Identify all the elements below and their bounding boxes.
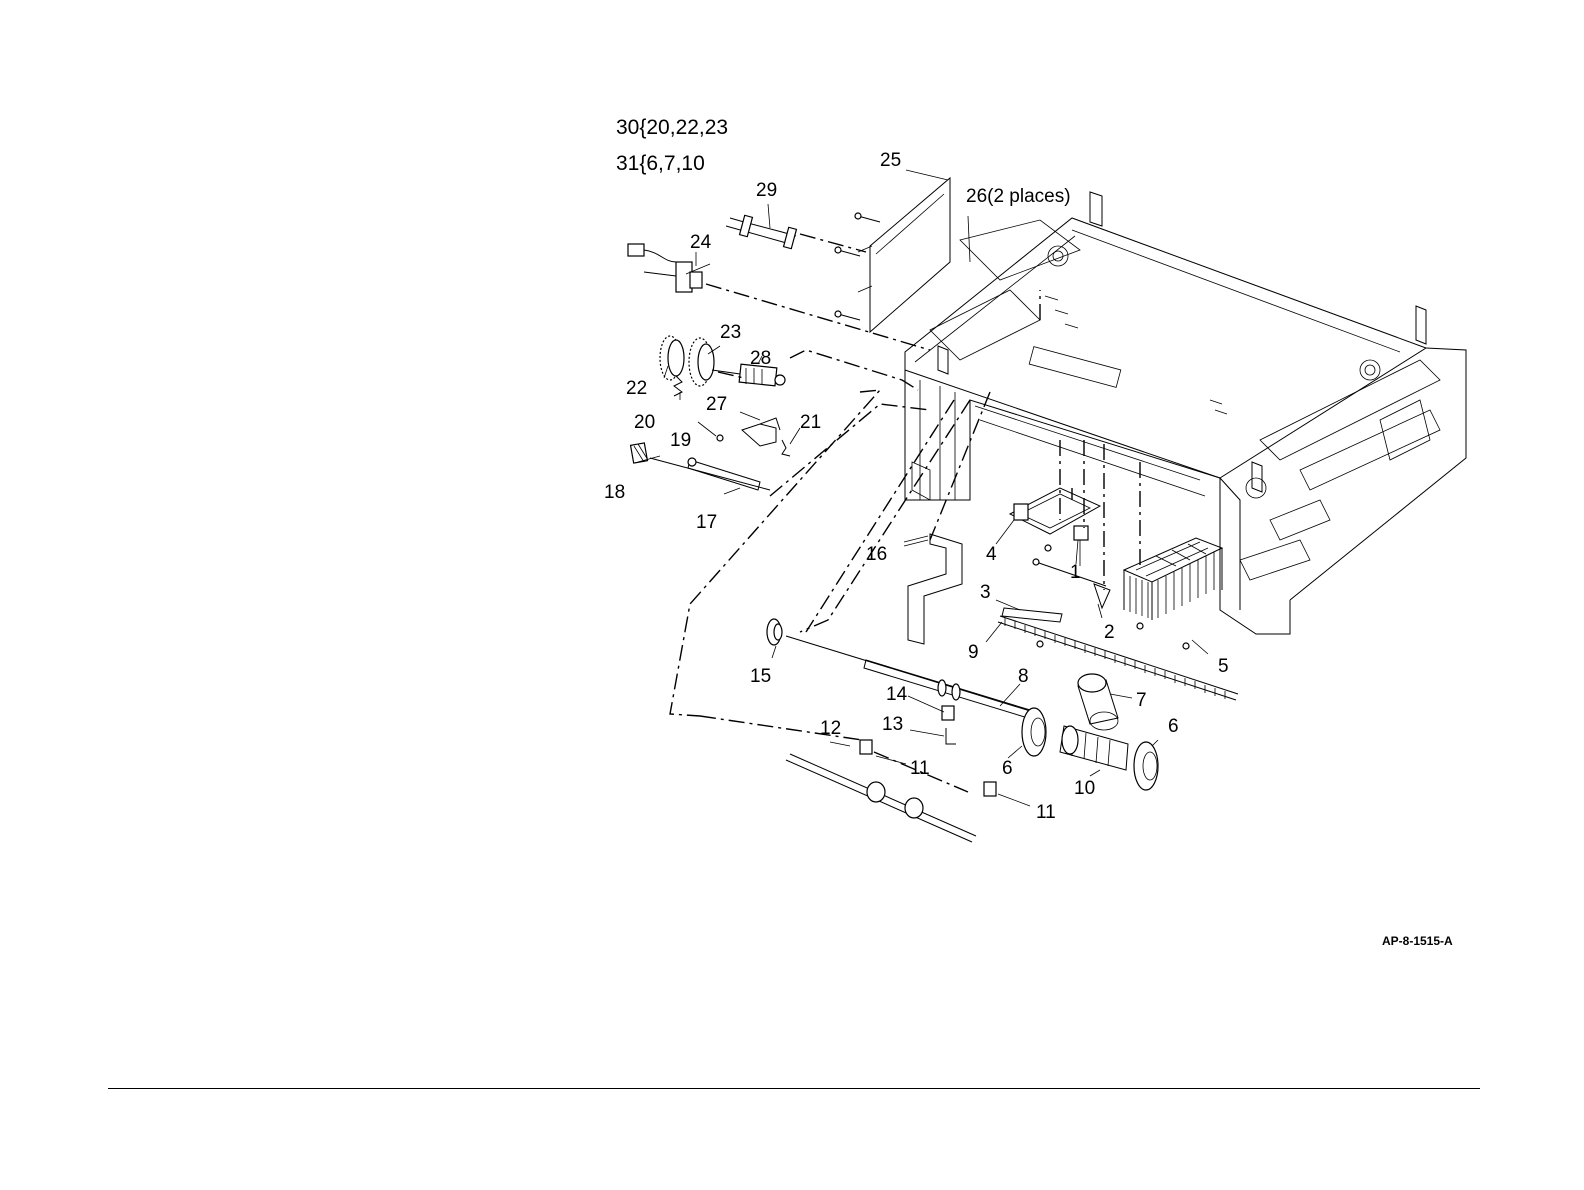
part-20-spring (674, 376, 682, 396)
part-6-wheel-left (1022, 708, 1046, 756)
screws-25 (835, 213, 880, 320)
callout-1: 1 (1070, 562, 1081, 583)
part-14-bushing (942, 706, 954, 720)
part-5-chute (1124, 538, 1222, 649)
part-11-bearing-a (860, 740, 872, 754)
figure-code: AP-8-1515-A (1382, 934, 1453, 948)
callout-26: 26(2 places) (966, 186, 1071, 207)
callout-13: 13 (882, 714, 903, 735)
part-7-tire (1078, 674, 1118, 730)
part-23-gear (689, 338, 714, 386)
part-10-roll-core (1060, 726, 1128, 770)
part-13-bracket (946, 728, 956, 744)
callout-16: 16 (866, 544, 887, 565)
callout-19: 19 (670, 430, 691, 451)
callout-10: 10 (1074, 778, 1095, 799)
callouts: 1 2 3 4 5 6 6 7 8 9 10 11 11 12 13 14 15… (604, 150, 1229, 823)
part-16-bracket (904, 534, 962, 644)
part-22-gear (660, 336, 684, 380)
callout-23: 23 (720, 322, 741, 343)
part-25-pwb-board (858, 170, 950, 332)
callout-22: 22 (626, 378, 647, 399)
callout-2: 2 (1104, 622, 1115, 643)
callout-6-left: 6 (1002, 758, 1013, 779)
callout-12: 12 (820, 718, 841, 739)
callout-24: 24 (690, 232, 712, 253)
part-29-harness (726, 204, 796, 249)
callout-15: 15 (750, 666, 771, 687)
callout-11a: 11 (910, 758, 930, 779)
callout-6-right: 6 (1168, 716, 1179, 737)
leader-lines (638, 216, 1208, 806)
callout-27: 27 (706, 394, 727, 415)
part-19-clip (717, 435, 723, 441)
callout-21: 21 (800, 412, 821, 433)
part-15-gear (767, 619, 782, 645)
part-21-spring (782, 428, 800, 456)
part-17-shaft (650, 458, 770, 494)
callout-25: 25 (880, 150, 901, 171)
callout-7: 7 (1136, 690, 1147, 711)
assembly-lines (670, 234, 1140, 792)
callout-5: 5 (1218, 656, 1229, 677)
callout-3: 3 (980, 582, 991, 603)
part-27-bracket (740, 412, 780, 446)
callout-14: 14 (886, 684, 908, 705)
callout-4: 4 (986, 544, 997, 565)
part-28-shaft (712, 356, 785, 386)
callout-9: 9 (968, 642, 979, 663)
callout-8: 8 (1018, 666, 1029, 687)
callout-11b: 11 (1036, 802, 1056, 823)
part-8-shaft (786, 636, 1040, 718)
callout-29: 29 (756, 180, 777, 201)
part-11-bearing-b (984, 782, 996, 796)
part-4-sensor-plate (1010, 488, 1100, 551)
page-footer-rule (108, 1088, 1480, 1089)
part-12-shaft (786, 754, 976, 842)
callout-28: 28 (750, 348, 771, 369)
callout-18: 18 (604, 482, 625, 503)
part-6-wheel-right (1134, 742, 1158, 790)
main-frame (905, 192, 1466, 634)
part-9-brush-strip (998, 616, 1238, 700)
callout-17: 17 (696, 512, 717, 533)
callout-20: 20 (634, 412, 655, 433)
